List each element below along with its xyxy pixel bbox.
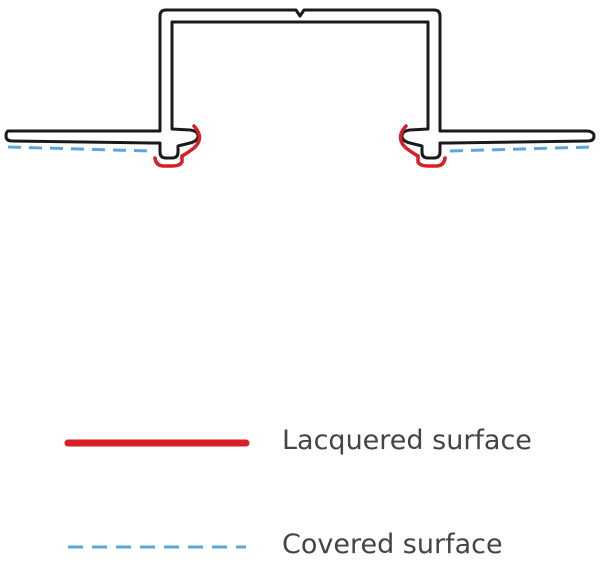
legend-label-covered: Covered surface — [282, 529, 503, 560]
profile-outline — [4, 8, 596, 160]
profile-cross-section-diagram — [4, 8, 596, 168]
lacquered-surface-right — [398, 124, 447, 168]
covered-surface-right — [449, 145, 593, 153]
legend-swatch-solid-red — [64, 439, 250, 447]
legend-item-covered: Covered surface — [0, 522, 600, 572]
legend-swatch-dashed-blue — [68, 545, 246, 549]
legend-item-lacquered: Lacquered surface — [0, 418, 600, 468]
legend-label-lacquered: Lacquered surface — [282, 425, 532, 456]
lacquered-surface-left — [153, 124, 202, 168]
covered-surface-left — [7, 145, 151, 153]
